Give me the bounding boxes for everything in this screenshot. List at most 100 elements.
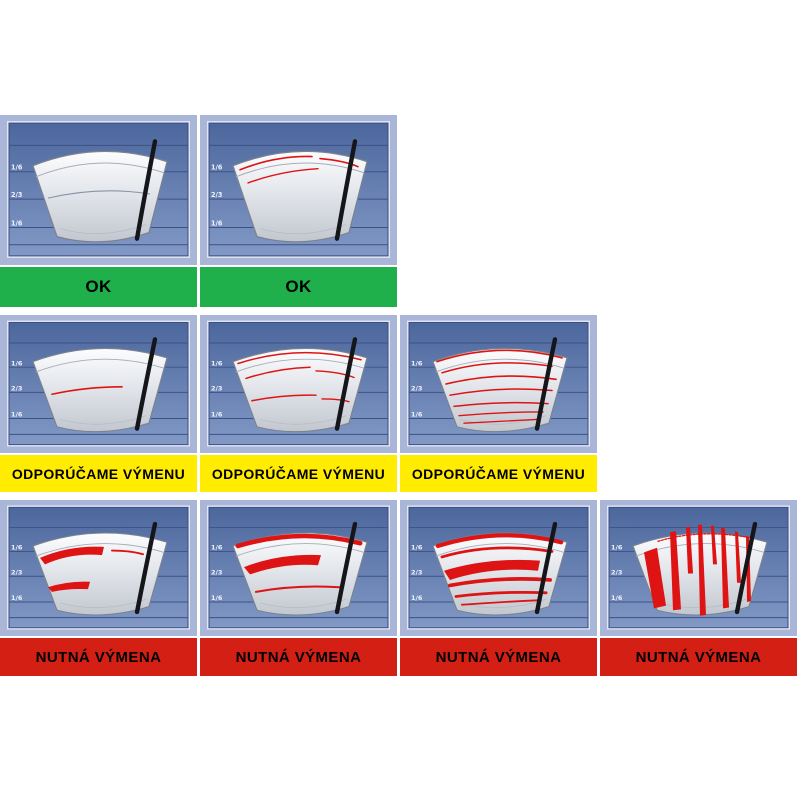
wiper-graphic: 1/6 2/3 1/6 bbox=[407, 320, 590, 447]
status-label: ODPORÚČAME VÝMENU bbox=[400, 455, 597, 492]
scale-label: 2/3 bbox=[11, 570, 22, 577]
wear-mark bbox=[319, 157, 359, 168]
wear-mark bbox=[111, 549, 144, 556]
wiped-area bbox=[232, 348, 368, 433]
panel-bevel bbox=[207, 121, 390, 258]
status-label: OK bbox=[0, 267, 197, 307]
panel-bevel bbox=[7, 121, 190, 258]
scale-label: 1/6 bbox=[411, 361, 423, 368]
wiper-illustration: 1/6 2/3 1/6 bbox=[600, 500, 797, 636]
wiper-graphic: 1/6 2/3 1/6 bbox=[607, 505, 790, 630]
wiper-graphic: 1/6 2/3 1/6 bbox=[7, 320, 190, 447]
wear-mark bbox=[657, 533, 751, 542]
scale-label: 1/6 bbox=[11, 164, 23, 172]
scale-label: 1/6 bbox=[211, 545, 222, 552]
wiper-blade bbox=[134, 521, 158, 615]
wiper-illustration: 1/6 2/3 1/6 bbox=[200, 500, 397, 636]
wiper-illustration: 1/6 2/3 1/6 bbox=[200, 315, 397, 453]
wiper-graphic: 1/6 2/3 1/6 bbox=[7, 505, 190, 630]
wear-mark bbox=[321, 398, 350, 403]
wiper-illustration: 1/6 2/3 1/6 bbox=[0, 500, 197, 636]
wiper-illustration: 1/6 2/3 1/6 bbox=[400, 315, 597, 453]
wear-mark bbox=[711, 525, 717, 565]
wear-mark bbox=[244, 554, 321, 575]
panel-bevel bbox=[7, 320, 190, 447]
wear-mark bbox=[449, 388, 553, 396]
wiper-illustration: 1/6 2/3 1/6 bbox=[0, 315, 197, 453]
wear-cell: 1/6 2/3 1/6 ODPORÚČAME VÝMENU bbox=[0, 315, 197, 492]
wear-mark bbox=[435, 533, 564, 549]
wear-cell: 1/6 2/3 1/6 OK bbox=[200, 115, 397, 307]
wear-mark bbox=[48, 581, 90, 592]
wiper-illustration: 1/6 2/3 1/6 bbox=[0, 115, 197, 265]
row-replacement-recommended: 1/6 2/3 1/6 ODPORÚČAME VÝMENU 1/6 bbox=[0, 315, 597, 492]
scale-label: 2/3 bbox=[411, 570, 422, 577]
wear-cell: 1/6 2/3 1/6 NUTNÁ VÝMENA bbox=[200, 500, 397, 676]
wear-cell: 1/6 2/3 1/6 ODPORÚČAME VÝMENU bbox=[400, 315, 597, 492]
status-label: NUTNÁ VÝMENA bbox=[400, 638, 597, 676]
wear-mark bbox=[251, 394, 317, 402]
wear-cell: 1/6 2/3 1/6 NUTNÁ VÝMENA bbox=[400, 500, 597, 676]
scale-label: 1/6 bbox=[411, 545, 422, 552]
faint-wipe-line bbox=[47, 190, 151, 199]
wiper-blade bbox=[334, 521, 358, 615]
scale-label: 1/6 bbox=[611, 595, 622, 602]
scale-label: 2/3 bbox=[11, 191, 23, 199]
scale-label: 2/3 bbox=[611, 570, 622, 577]
wiped-area bbox=[32, 348, 168, 433]
status-label: NUTNÁ VÝMENA bbox=[0, 638, 197, 676]
wiper-graphic: 1/6 2/3 1/6 bbox=[407, 505, 590, 630]
panel-bevel bbox=[607, 505, 790, 630]
scale-label: 1/6 bbox=[211, 164, 223, 172]
panel-bevel bbox=[7, 505, 190, 630]
wear-cell: 1/6 2/3 1/6 NUTNÁ VÝMENA bbox=[0, 500, 197, 676]
wear-cell: 1/6 2/3 1/6 ODPORÚČAME VÝMENU bbox=[200, 315, 397, 492]
scale-label: 1/6 bbox=[211, 219, 223, 227]
panel-bevel bbox=[407, 505, 590, 630]
wear-mark bbox=[441, 362, 553, 374]
wear-mark bbox=[40, 546, 104, 565]
panel-bevel bbox=[207, 320, 390, 447]
wiper-illustration: 1/6 2/3 1/6 bbox=[200, 115, 397, 265]
scale-label: 1/6 bbox=[11, 545, 22, 552]
wear-mark bbox=[445, 375, 557, 385]
scale-label: 1/6 bbox=[11, 595, 22, 602]
wear-mark bbox=[440, 546, 554, 559]
status-label: ODPORÚČAME VÝMENU bbox=[200, 455, 397, 492]
wear-mark bbox=[644, 547, 666, 609]
scale-label: 2/3 bbox=[411, 386, 422, 393]
wear-mark bbox=[237, 351, 362, 365]
scale-label: 1/6 bbox=[11, 412, 23, 419]
wiper-graphic: 1/6 2/3 1/6 bbox=[7, 121, 190, 258]
wiper-blade bbox=[334, 139, 358, 241]
wear-mark bbox=[461, 599, 541, 606]
wear-mark bbox=[245, 366, 311, 380]
wear-mark bbox=[247, 168, 319, 184]
wear-mark bbox=[239, 155, 313, 171]
status-label: OK bbox=[200, 267, 397, 307]
scale-label: 1/6 bbox=[211, 595, 222, 602]
wiper-blade bbox=[734, 521, 758, 615]
scale-label: 2/3 bbox=[211, 191, 223, 199]
scale-label: 2/3 bbox=[211, 386, 222, 393]
panel-bevel bbox=[207, 505, 390, 630]
wear-cell: 1/6 2/3 1/6 NUTNÁ VÝMENA bbox=[600, 500, 797, 676]
wiper-graphic: 1/6 2/3 1/6 bbox=[207, 320, 390, 447]
wiper-blade bbox=[334, 337, 358, 431]
wiper-blade bbox=[534, 521, 558, 615]
wear-mark bbox=[448, 577, 552, 588]
wear-mark bbox=[458, 411, 544, 417]
row-ok: 1/6 2/3 1/6 OK 1/6 2/3 1/6 bbox=[0, 115, 397, 307]
wear-mark bbox=[444, 559, 540, 580]
wiped-area bbox=[32, 150, 168, 243]
scale-label: 1/6 bbox=[11, 361, 23, 368]
wear-mark bbox=[721, 527, 729, 609]
status-label: NUTNÁ VÝMENA bbox=[600, 638, 797, 676]
wiped-area bbox=[232, 532, 368, 616]
status-label: ODPORÚČAME VÝMENU bbox=[0, 455, 197, 492]
wiper-illustration: 1/6 2/3 1/6 bbox=[400, 500, 597, 636]
scale-label: 1/6 bbox=[11, 219, 23, 227]
wear-mark bbox=[454, 590, 548, 598]
wear-mark bbox=[463, 418, 538, 424]
